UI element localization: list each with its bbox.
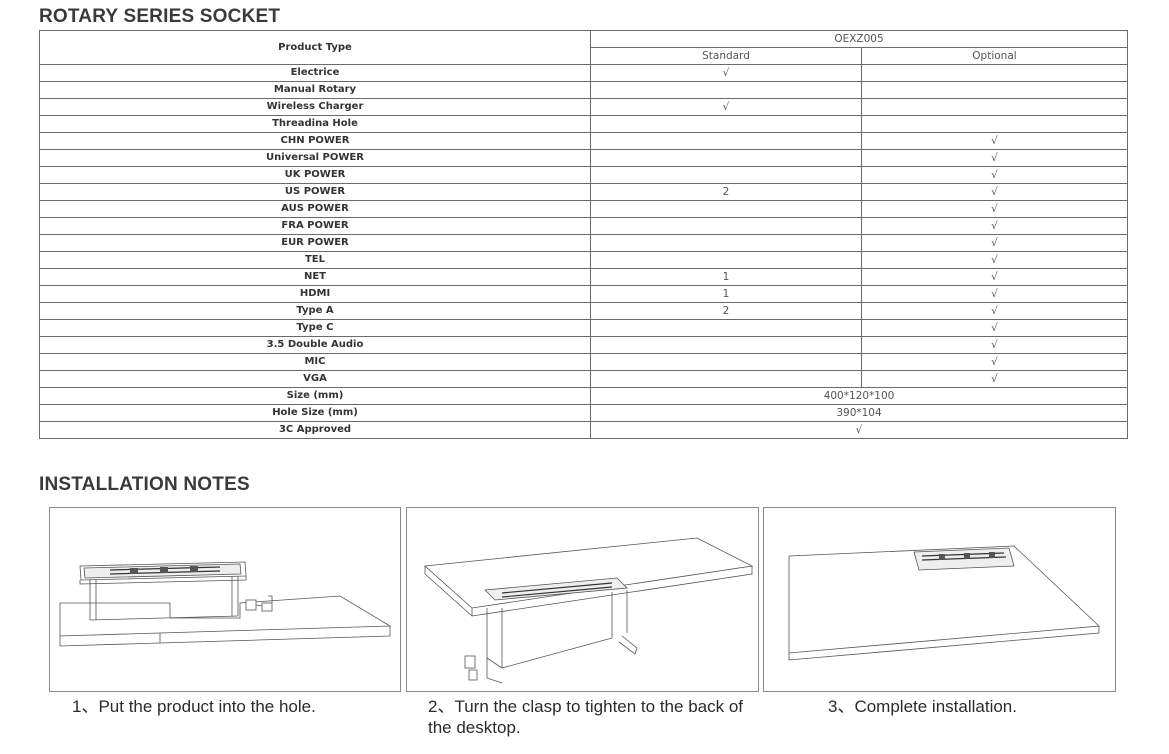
table-row: Universal POWER √: [39, 149, 1129, 167]
step-3-illustration: [763, 507, 1116, 692]
standard-cell: [590, 370, 862, 388]
standard-cell: [590, 234, 862, 252]
row-label: FRA POWER: [39, 217, 591, 235]
optional-cell: √: [860, 370, 1129, 388]
row-label: HDMI: [39, 285, 591, 303]
table-row: Threadina Hole: [39, 115, 1129, 133]
merged-value-cell: √: [589, 421, 1129, 439]
standard-cell: [590, 115, 862, 133]
row-label: US POWER: [39, 183, 591, 201]
row-label: Type A: [39, 302, 591, 320]
step-2-caption: 2、Turn the clasp to tighten to the back …: [428, 697, 743, 737]
standard-cell: [590, 319, 862, 337]
optional-header: Optional: [860, 47, 1129, 65]
table-row: Type C √: [39, 319, 1129, 337]
table-row: Manual Rotary: [39, 81, 1129, 99]
merged-value-cell: 400*120*100: [589, 387, 1129, 405]
table-row: AUS POWER √: [39, 200, 1129, 218]
row-label: Manual Rotary: [39, 81, 591, 99]
step-1-caption: 1、Put the product into the hole.: [72, 697, 316, 716]
table-row: 3C Approved√: [39, 421, 1129, 439]
merged-value-cell: 390*104: [589, 404, 1129, 422]
row-label: Electrice: [39, 64, 591, 82]
optional-cell: [860, 81, 1129, 99]
row-label: UK POWER: [39, 166, 591, 184]
table-row: Hole Size (mm)390*104: [39, 404, 1129, 422]
standard-cell: [590, 200, 862, 218]
section-title-spec: ROTARY SERIES SOCKET: [39, 6, 281, 27]
table-row: VGA √: [39, 370, 1129, 388]
row-label: VGA: [39, 370, 591, 388]
standard-cell: [590, 149, 862, 167]
standard-cell: [590, 336, 862, 354]
standard-cell: [590, 251, 862, 269]
standard-cell: √: [590, 98, 862, 116]
row-label: TEL: [39, 251, 591, 269]
optional-cell: √: [860, 302, 1129, 320]
table-row: 3.5 Double Audio √: [39, 336, 1129, 354]
standard-cell: [590, 353, 862, 371]
optional-cell: √: [860, 217, 1129, 235]
optional-cell: [860, 115, 1129, 133]
row-label: MIC: [39, 353, 591, 371]
standard-cell: 1: [590, 285, 862, 303]
table-row: Electrice√: [39, 64, 1129, 82]
section-title-installation: INSTALLATION NOTES: [39, 474, 250, 495]
step-1-illustration: [49, 507, 401, 692]
optional-cell: √: [860, 353, 1129, 371]
row-label: EUR POWER: [39, 234, 591, 252]
optional-cell: √: [860, 336, 1129, 354]
table-row: MIC √: [39, 353, 1129, 371]
optional-cell: √: [860, 251, 1129, 269]
optional-cell: √: [860, 200, 1129, 218]
optional-cell: √: [860, 234, 1129, 252]
table-row: FRA POWER √: [39, 217, 1129, 235]
table-row: TEL √: [39, 251, 1129, 269]
spec-table: Product Type OEXZ005 Standard Optional E…: [39, 30, 1129, 439]
table-row: Size (mm)400*120*100: [39, 387, 1129, 405]
step-3-caption: 3、Complete installation.: [828, 697, 1017, 716]
row-label: Hole Size (mm): [39, 404, 591, 422]
optional-cell: √: [860, 183, 1129, 201]
standard-cell: [590, 166, 862, 184]
product-type-header: Product Type: [39, 30, 591, 65]
row-label: Wireless Charger: [39, 98, 591, 116]
row-label: Type C: [39, 319, 591, 337]
optional-cell: [860, 98, 1129, 116]
optional-cell: √: [860, 285, 1129, 303]
row-label: AUS POWER: [39, 200, 591, 218]
standard-header: Standard: [590, 47, 862, 65]
table-row: Wireless Charger√: [39, 98, 1129, 116]
standard-cell: [590, 132, 862, 150]
table-row: CHN POWER √: [39, 132, 1129, 150]
standard-cell: 1: [590, 268, 862, 286]
optional-cell: √: [860, 132, 1129, 150]
model-header: OEXZ005: [589, 30, 1129, 48]
optional-cell: √: [860, 319, 1129, 337]
standard-cell: [590, 81, 862, 99]
optional-cell: [860, 64, 1129, 82]
optional-cell: √: [860, 268, 1129, 286]
row-label: CHN POWER: [39, 132, 591, 150]
row-label: 3.5 Double Audio: [39, 336, 591, 354]
row-label: Threadina Hole: [39, 115, 591, 133]
table-header-row: Product Type OEXZ005: [39, 30, 1129, 65]
standard-cell: [590, 217, 862, 235]
row-label: 3C Approved: [39, 421, 591, 439]
row-label: Universal POWER: [39, 149, 591, 167]
table-row: EUR POWER √: [39, 234, 1129, 252]
step-2-illustration: [406, 507, 759, 692]
row-label: NET: [39, 268, 591, 286]
standard-cell: 2: [590, 302, 862, 320]
table-row: UK POWER √: [39, 166, 1129, 184]
standard-cell: 2: [590, 183, 862, 201]
standard-cell: √: [590, 64, 862, 82]
optional-cell: √: [860, 166, 1129, 184]
row-label: Size (mm): [39, 387, 591, 405]
optional-cell: √: [860, 149, 1129, 167]
